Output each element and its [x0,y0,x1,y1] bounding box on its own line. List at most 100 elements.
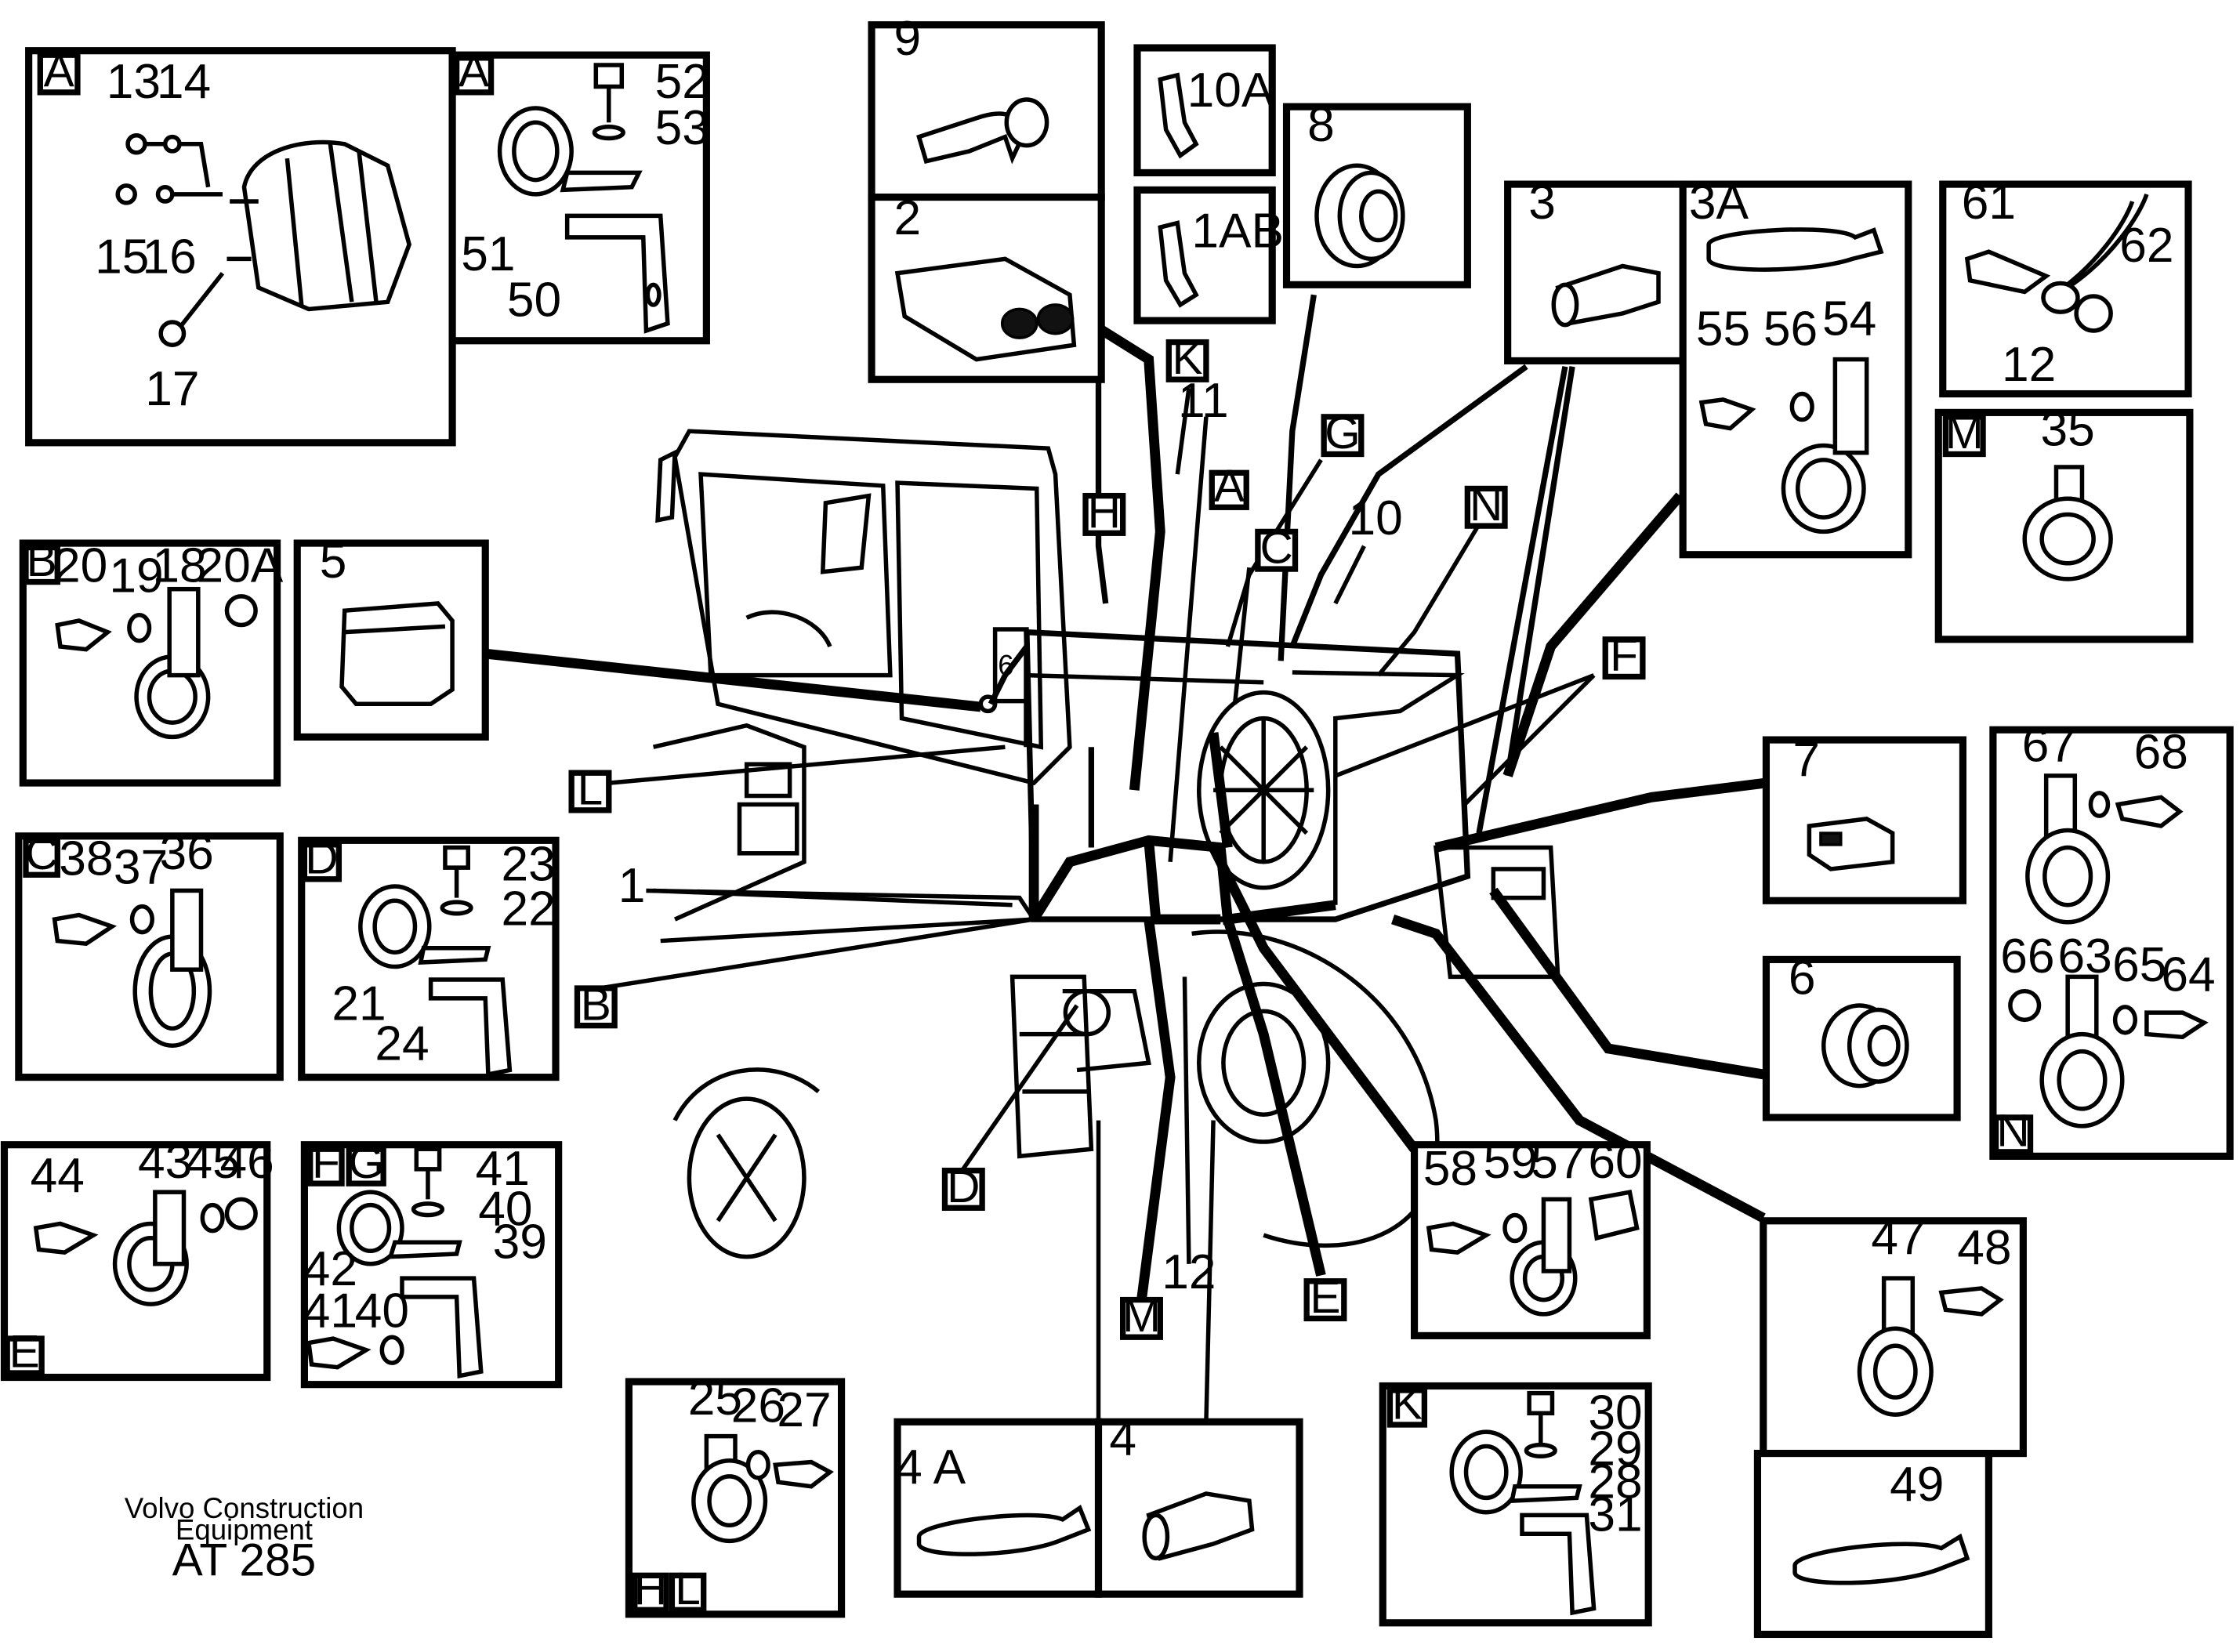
svg-text:47: 47 [1871,1211,1925,1265]
svg-text:45: 45 [186,1135,240,1189]
svg-text:6: 6 [998,650,1013,682]
panel-8: 8 [1282,98,1471,288]
svg-text:D: D [305,832,338,883]
svg-text:67: 67 [2022,719,2076,773]
svg-text:27: 27 [777,1383,831,1437]
svg-text:4 A: 4 A [895,1440,966,1494]
panel-10A: 10A [1133,44,1276,176]
svg-text:7: 7 [1792,733,1820,787]
svg-text:40: 40 [355,1284,409,1338]
svg-text:F: F [312,1137,340,1188]
svg-text:M: M [1122,1291,1161,1342]
svg-text:52: 52 [655,55,709,109]
svg-text:2: 2 [894,191,922,245]
panel-5: 5 [293,534,489,741]
pos-tag-L: L [568,764,612,815]
svg-text:13: 13 [107,55,161,109]
svg-text:17: 17 [145,362,199,416]
svg-text:4: 4 [1109,1411,1136,1465]
panel-4A: 4 A [893,1418,1103,1598]
svg-text:D: D [947,1161,980,1212]
panel-A-clip: A 52 53 51 50 [448,45,710,345]
drawing-code: AT 285 [172,1534,317,1585]
svg-text:3A: 3A [1689,176,1749,230]
svg-text:G: G [348,1137,384,1188]
svg-text:58: 58 [1423,1142,1477,1196]
pos-tag-A: A [1209,461,1249,512]
panel-1AB: 1AB [1133,186,1284,324]
panel-3A: 3A 55 56 54 [1679,176,1912,559]
pos-tag-F: F [1602,630,1646,681]
svg-text:65: 65 [2112,938,2166,992]
panel-B: B 20 19 18 20A [19,535,284,787]
svg-text:A: A [1214,461,1245,512]
svg-text:L: L [675,1563,701,1614]
pos-tag-H: H [1082,487,1126,538]
svg-text:20: 20 [53,539,107,593]
publisher-footer: Volvo Construction Equipment AT 285 [125,1492,364,1585]
panel-ground-strap: 61 62 12 [1939,176,2192,398]
svg-text:3: 3 [1528,176,1556,230]
svg-text:14: 14 [157,55,211,109]
svg-text:42: 42 [303,1242,357,1296]
svg-text:16: 16 [143,230,197,284]
svg-text:56: 56 [1763,302,1818,356]
panel-H-L: H L 25 26 27 [625,1371,846,1618]
svg-text:19: 19 [109,549,163,603]
pos-tag-G: G [1321,408,1365,458]
svg-text:9: 9 [894,12,922,66]
pos-tag-D: D [941,1161,985,1212]
svg-text:Volvo Construction: Volvo Construction [125,1492,364,1524]
panel-49: 49 [1753,1450,1992,1639]
svg-text:15: 15 [95,230,149,284]
label-cable-11: 11 [1178,374,1229,428]
svg-text:40: 40 [478,1182,532,1236]
svg-text:48: 48 [1957,1221,2011,1275]
svg-text:35: 35 [2041,403,2095,457]
panel-9-and-2: 9 2 [868,12,1105,383]
svg-text:37: 37 [114,840,168,894]
pos-tag-E: E [1303,1272,1347,1323]
svg-text:G: G [1325,408,1361,458]
panel-7: 7 [1762,733,1966,904]
svg-text:A: A [459,45,489,96]
svg-text:1AB: 1AB [1191,205,1284,259]
pos-tag-C: C [1255,523,1299,574]
svg-text:57: 57 [1531,1135,1585,1189]
svg-text:44: 44 [31,1149,85,1203]
svg-text:51: 51 [461,227,515,281]
wheel-loader-drawing: 6 [646,429,1560,1259]
svg-text:21: 21 [332,976,386,1031]
svg-text:39: 39 [493,1215,547,1269]
label-cable-12: 12 [1162,1245,1216,1299]
pos-tag-M: M [1120,1291,1163,1342]
panel-58-60: 58 59 57 60 [1410,1135,1651,1339]
pos-tag-N: N [1464,480,1508,531]
svg-text:43: 43 [138,1135,192,1189]
svg-text:25: 25 [688,1371,742,1426]
svg-text:H: H [634,1563,667,1614]
svg-text:18: 18 [152,539,206,593]
pos-tag-B: B [574,979,618,1030]
panel-A-alternator: A 13 14 15 16 17 [25,45,456,447]
svg-text:31: 31 [1588,1488,1642,1542]
svg-text:E: E [9,1327,40,1378]
svg-text:64: 64 [2161,948,2215,1002]
svg-text:K: K [1173,333,1203,384]
svg-text:38: 38 [59,831,113,886]
svg-text:N: N [1996,1106,2029,1157]
svg-text:23: 23 [502,838,556,892]
leader-lines [484,294,1767,1422]
label-cable-10: 10 [1348,491,1402,545]
svg-text:20A: 20A [197,539,284,593]
svg-text:Equipment: Equipment [176,1514,313,1546]
svg-text:H: H [1088,487,1121,538]
svg-text:62: 62 [2119,219,2173,273]
svg-text:6: 6 [1789,951,1816,1005]
label-cable-1: 1 [618,859,646,913]
panel-47-48: 47 48 [1760,1211,2027,1458]
svg-text:K: K [1392,1378,1423,1429]
svg-text:B: B [581,979,611,1030]
svg-text:F: F [1610,630,1638,681]
panel-M: M 35 [1934,403,2194,643]
